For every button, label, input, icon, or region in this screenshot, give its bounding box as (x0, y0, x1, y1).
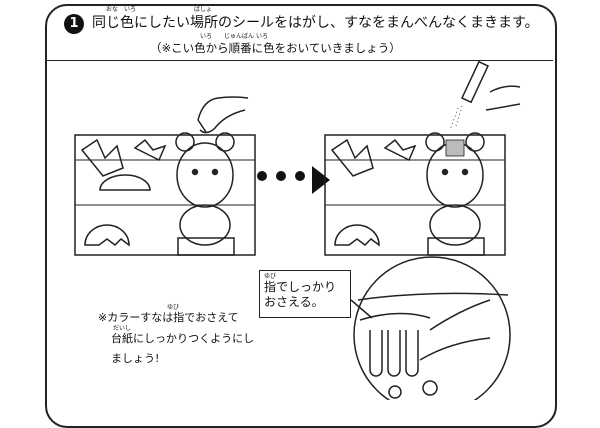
ruby: だいし (113, 325, 132, 332)
note-line: ましょう! (111, 352, 160, 365)
ruby: いろ (256, 33, 269, 40)
ruby: ゆび (264, 273, 277, 280)
note-text: ゆび ※カラーすなは指でおさえて だいし 台紙にしっかりつくようにし ましょう! (98, 304, 281, 366)
hand-peeling-sticker-icon (197, 96, 249, 134)
step-title: 同じ色にしたい場所のシールをはがし、すなをまんべんなくまきます。 (92, 15, 539, 31)
illustration (74, 60, 521, 400)
ruby: ゆび (167, 304, 180, 311)
arrow-dots-icon (257, 166, 330, 194)
ruby: ばしょ (194, 6, 213, 13)
step-number-badge: 1 (64, 14, 84, 34)
note-line: 台紙にしっかりつくようにし (111, 332, 255, 345)
ruby: いろ (124, 6, 137, 13)
left-sticker-sheet (74, 132, 256, 256)
magnifier-circle-icon (350, 256, 511, 400)
step-subtitle: （※こい色から順番に色をおいていきましょう） (150, 41, 401, 55)
ruby: いろ (200, 33, 213, 40)
note-line: ※カラーすなは指でおさえて (98, 311, 239, 324)
ruby: おな (106, 6, 119, 13)
callout-box: ゆび 指でしっかりおさえる。 (259, 270, 351, 318)
callout-text: 指でしっかりおさえる。 (264, 280, 337, 309)
ruby: じゅんばん (224, 33, 255, 40)
header-divider (47, 60, 553, 61)
hand-with-sand-pen-icon (449, 60, 521, 131)
right-sticker-sheet (324, 132, 506, 256)
